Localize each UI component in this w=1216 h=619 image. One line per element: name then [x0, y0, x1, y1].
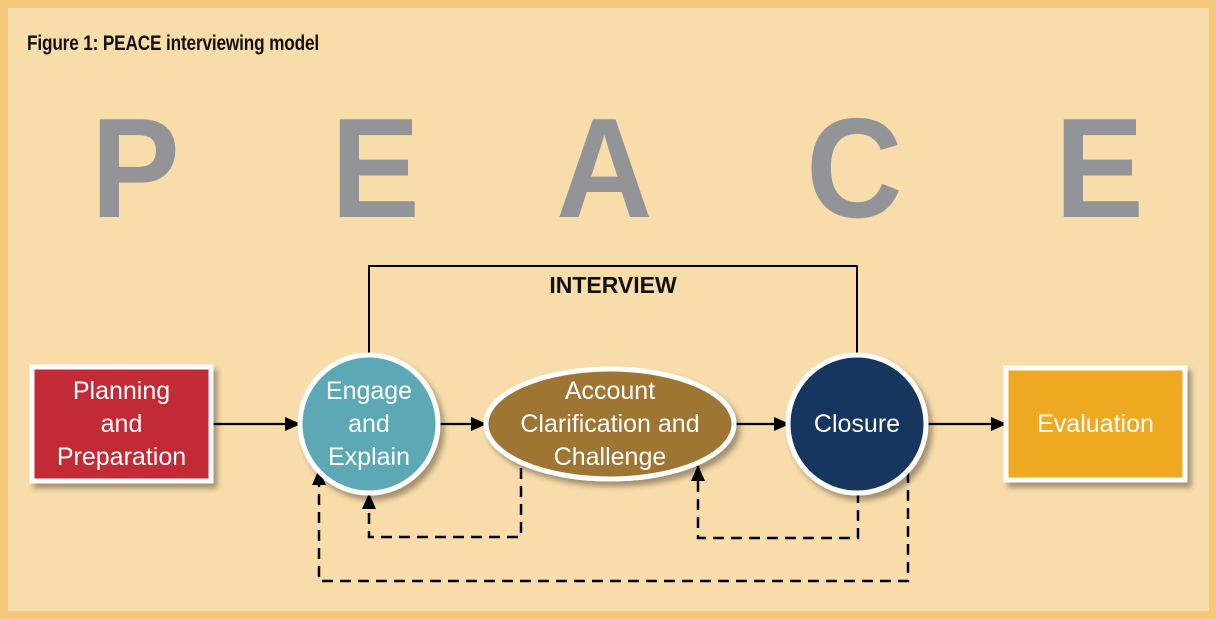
acronym-letter-e2: E	[1054, 89, 1144, 248]
figure-panel	[8, 8, 1209, 611]
engage-circle	[297, 352, 441, 496]
acronym-letter-p: P	[90, 89, 180, 248]
acronym-letter-e1: E	[330, 89, 420, 248]
acronym-letter-a: A	[556, 89, 653, 248]
dashed-arrow-closure-to-engage	[312, 469, 910, 583]
dashed-arrow-closure-to-account	[691, 465, 860, 540]
interview-bracket	[368, 265, 858, 355]
evaluation-box	[1003, 365, 1188, 483]
acronym-letter-c: C	[806, 89, 903, 248]
dashed-arrow-account-to-engage	[362, 468, 523, 539]
planning-box	[29, 364, 214, 484]
figure-title: Figure 1: PEACE interviewing model	[27, 32, 320, 55]
closure-circle	[785, 352, 929, 496]
account-ellipse	[483, 366, 737, 482]
interview-label: INTERVIEW	[549, 272, 677, 298]
